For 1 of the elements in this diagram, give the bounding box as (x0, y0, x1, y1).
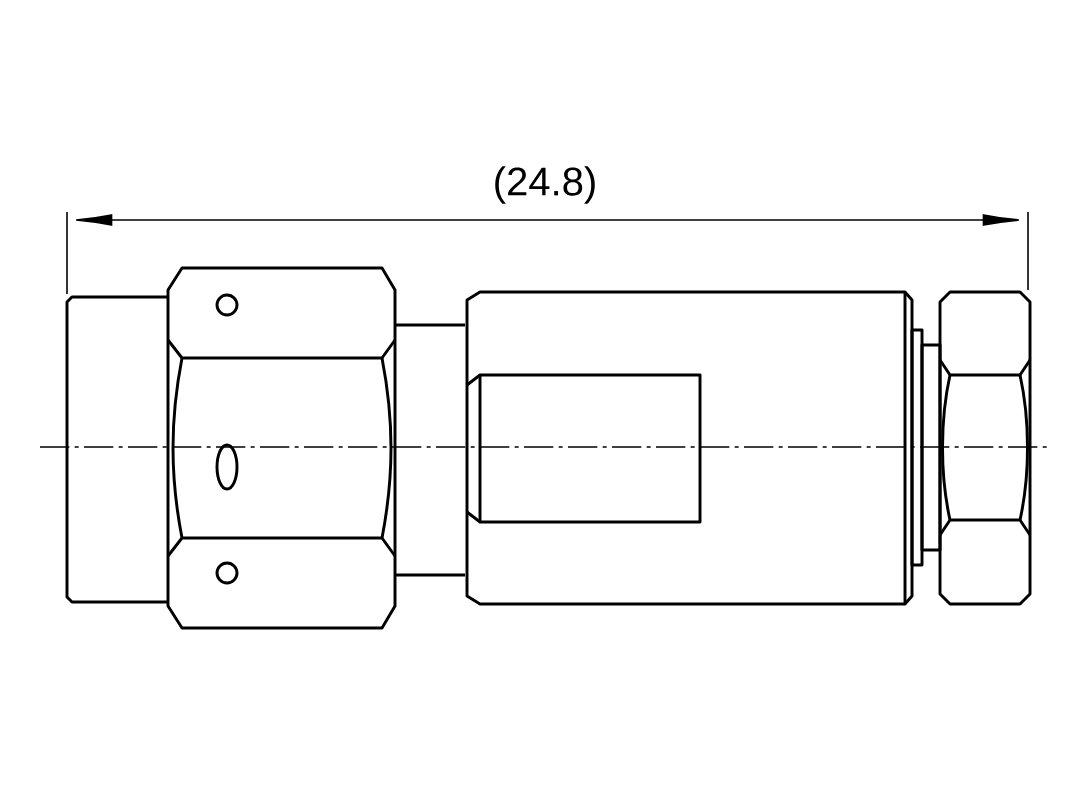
dimension-text: (24.8) (495, 166, 595, 204)
